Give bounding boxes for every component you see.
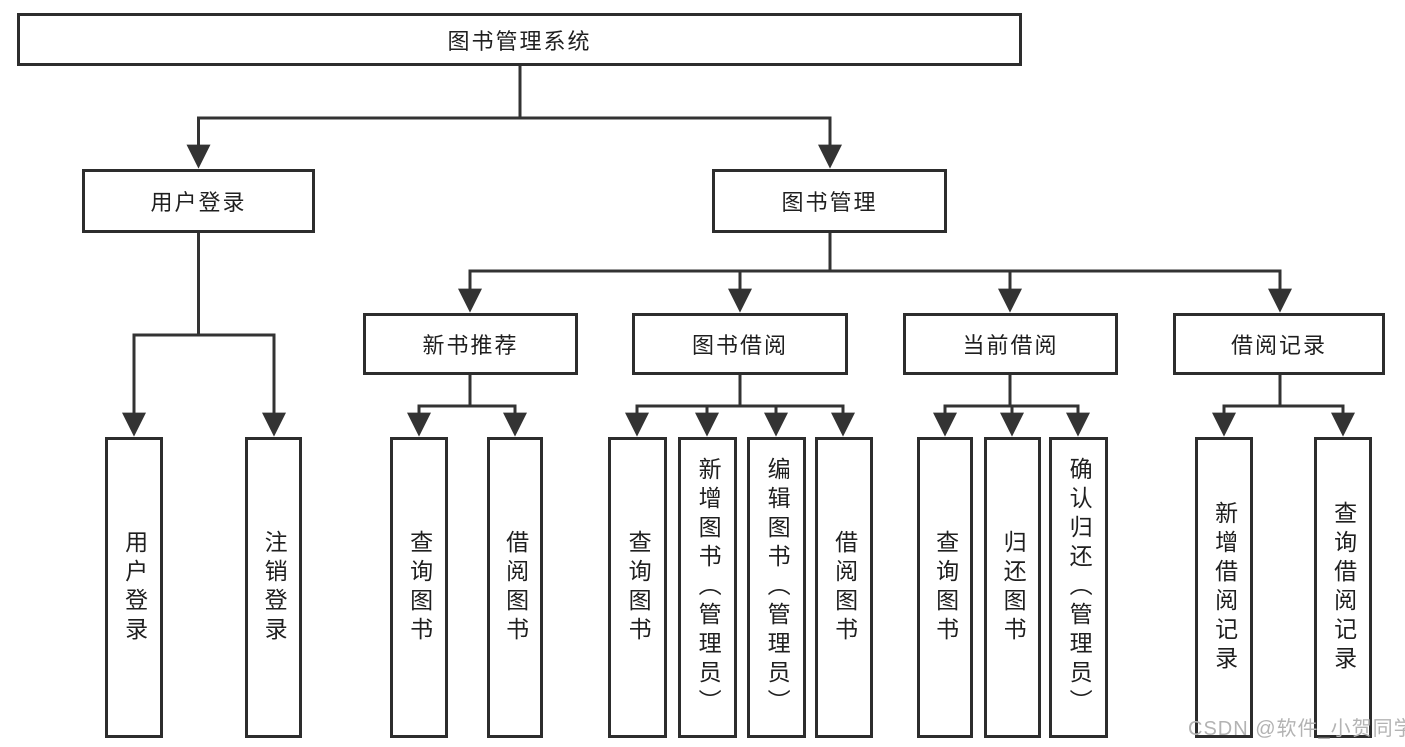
connector-borrow-records-children	[1212, 375, 1355, 437]
node-root-system-label: 图书管理系统	[447, 28, 592, 54]
node-new-book-recommend: 新书推荐	[363, 313, 578, 375]
leaf-add-borrow-record-label: 新增借阅记录	[1211, 500, 1238, 675]
node-borrowing-records: 借阅记录	[1173, 313, 1385, 375]
node-user-login-label: 用户登录	[150, 190, 247, 215]
leaf-current-query-label: 查询图书	[932, 529, 959, 646]
leaf-logout-label: 注销登录	[261, 529, 288, 646]
leaf-borrow-edit-admin-label: 编辑图书（管理员）	[764, 457, 791, 718]
leaf-borrow-book: 借阅图书	[815, 437, 873, 738]
connector-current-borrow-children	[933, 375, 1090, 437]
connector-new-books-children	[407, 375, 527, 437]
leaf-add-borrow-record: 新增借阅记录	[1195, 437, 1253, 738]
leaf-return-book-label: 归还图书	[1000, 529, 1027, 646]
leaf-borrow-book-label: 借阅图书	[831, 529, 858, 646]
leaf-query-borrow-record: 查询借阅记录	[1314, 437, 1372, 738]
connector-book-borrow-children	[625, 375, 855, 437]
node-user-login: 用户登录	[82, 169, 315, 233]
node-book-management-label: 图书管理	[781, 190, 878, 215]
leaf-newbooks-query-label: 查询图书	[406, 529, 433, 646]
node-borrowing-records-label: 借阅记录	[1230, 333, 1327, 358]
node-new-book-recommend-label: 新书推荐	[422, 333, 519, 358]
leaf-newbooks-borrow-label: 借阅图书	[502, 529, 529, 646]
csdn-watermark: CSDN @软件_小贺同学	[1188, 718, 1405, 740]
connector-root-to-level2	[186, 64, 842, 169]
leaf-newbooks-query: 查询图书	[390, 437, 448, 738]
leaf-user-login-label: 用户登录	[121, 529, 148, 646]
leaf-borrow-add-admin-label: 新增图书（管理员）	[695, 457, 722, 718]
leaf-borrow-add-admin: 新增图书（管理员）	[678, 437, 737, 738]
leaf-confirm-return-admin: 确认归还（管理员）	[1049, 437, 1108, 738]
node-book-borrowing-label: 图书借阅	[691, 333, 788, 358]
leaf-borrow-query: 查询图书	[608, 437, 667, 738]
node-root-system: 图书管理系统	[17, 13, 1022, 66]
leaf-newbooks-borrow: 借阅图书	[487, 437, 543, 738]
node-book-borrowing: 图书借阅	[632, 313, 848, 375]
leaf-borrow-query-label: 查询图书	[625, 529, 652, 646]
leaf-confirm-return-admin-label: 确认归还（管理员）	[1066, 457, 1093, 718]
connector-user-login-children	[122, 233, 286, 437]
node-book-management: 图书管理	[712, 169, 947, 233]
leaf-query-borrow-record-label: 查询借阅记录	[1330, 500, 1357, 675]
leaf-current-query: 查询图书	[917, 437, 973, 738]
connector-book-management-to-level3	[458, 233, 1292, 313]
node-current-borrowing: 当前借阅	[903, 313, 1118, 375]
leaf-user-login: 用户登录	[105, 437, 163, 738]
node-current-borrowing-label: 当前借阅	[962, 333, 1059, 358]
leaf-logout: 注销登录	[245, 437, 302, 738]
leaf-return-book: 归还图书	[984, 437, 1041, 738]
leaf-borrow-edit-admin: 编辑图书（管理员）	[747, 437, 806, 738]
